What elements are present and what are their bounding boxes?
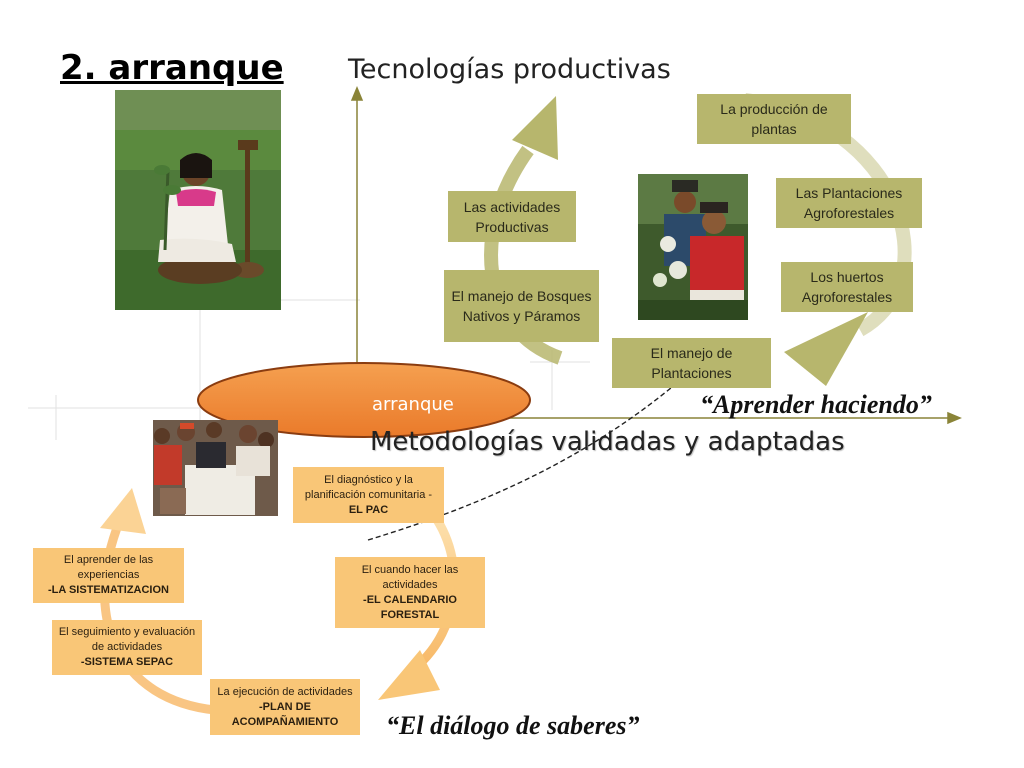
box-aprender-bold: -LA SISTEMATIZACION [48,584,169,596]
tech-axis-title: Tecnologías productivas [348,54,671,85]
box-sistema-sepac: El seguimiento y evaluación de actividad… [52,620,202,675]
box-diagnostico-text: El diagnóstico y la planificación comuni… [304,473,433,501]
arranque-ellipse [197,362,531,438]
photo-woman-planting [115,90,281,310]
photo-group-meeting [153,420,278,516]
box-huertos-agroforestales: Los huertos Agroforestales [781,262,913,312]
box-plan-acompanamiento: La ejecución de actividades -PLAN DE ACO… [210,679,360,735]
box-calendario-text: El cuando hacer las actividades [361,563,459,591]
ellipse-label: arranque [372,394,454,415]
box-calendario-bold: -EL CALENDARIO FORESTAL [363,593,457,621]
box-actividades-productivas: Las actividades Productivas [448,191,576,242]
box-ejecucion-bold: -PLAN DE ACOMPAÑAMIENTO [231,700,339,728]
box-aprender-text: El aprender de las experiencias [63,554,154,581]
quote-aprender-haciendo: “Aprender haciendo” [700,390,932,419]
box-produccion-plantas: La producción de plantas [697,94,851,144]
orange-cycle-arrow [100,488,459,715]
box-plantaciones-agroforestales: Las Plantaciones Agroforestales [776,178,922,228]
box-manejo-plantaciones: El manejo de Plantaciones [612,338,771,388]
box-seguimiento-bold: -SISTEMA SEPAC [80,656,174,668]
method-axis-title: Metodologías validadas y adaptadas [370,427,845,457]
box-diagnostico-bold: EL PAC [348,503,389,516]
page-title: 2. arranque [60,48,284,88]
box-bosques-nativos: El manejo de Bosques Nativos y Páramos [444,270,599,342]
box-ejecucion-text: La ejecución de actividades [217,685,353,698]
box-calendario-forestal: El cuando hacer las actividades -EL CALE… [335,557,485,628]
box-sistematizacion: El aprender de las experiencias -LA SIST… [33,548,184,603]
box-diagnostico-pac: El diagnóstico y la planificación comuni… [293,467,444,523]
quote-dialogo-saberes: “El diálogo de saberes” [386,711,640,740]
box-seguimiento-text: El seguimiento y evaluación de actividad… [58,626,196,653]
photo-two-men [638,174,748,320]
